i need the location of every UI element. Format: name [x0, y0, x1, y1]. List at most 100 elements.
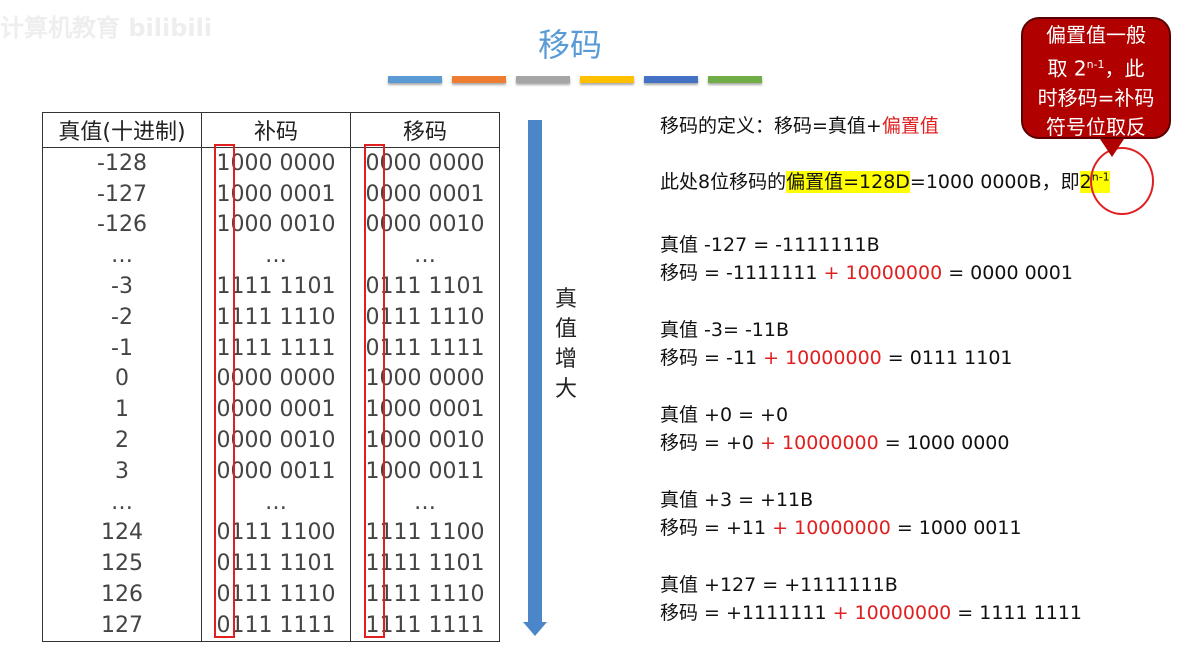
truth-cell: 0: [42, 363, 202, 395]
bias-code-cell: 1111 1110: [350, 579, 500, 610]
example-bias: + 10000000: [763, 347, 882, 369]
example-code-prefix: 移码 = -1111111: [660, 262, 824, 284]
bias-code-cell: 0000 0010: [350, 209, 500, 241]
color-bar: [708, 76, 762, 83]
bias-code-cell: 1000 0011: [350, 455, 500, 487]
truth-cell: 3: [42, 455, 202, 487]
bias-term: 偏置值: [881, 115, 939, 137]
example-code: 移码 = +1111111 + 10000000 = 1111 1111: [660, 598, 1082, 625]
complement-cell: 1000 0010: [201, 209, 351, 241]
bias-rest: =1000 0000B，: [909, 171, 1061, 193]
bias-code-cell: 0111 1110: [350, 301, 500, 333]
arrowhead-icon: [523, 622, 547, 636]
truth-cell: -1: [42, 332, 202, 364]
truth-cell: -127: [42, 178, 202, 210]
down-arrow-icon: [528, 120, 542, 625]
truth-cell: 126: [42, 579, 202, 610]
example-code-prefix: 移码 = +0: [660, 432, 761, 454]
pow-base: 2: [1079, 171, 1092, 193]
example-bias: + 10000000: [760, 432, 879, 454]
truth-cell: …: [42, 486, 202, 518]
example-code-prefix: 移码 = -11: [660, 347, 764, 369]
complement-cell: 0000 0000: [201, 363, 351, 395]
example-code-prefix: 移码 = +1111111: [660, 602, 833, 624]
example-truth: 真值 -127 = -1111111B: [660, 234, 880, 256]
complement-cell: …: [201, 486, 351, 518]
color-bar: [516, 76, 570, 83]
bias-code-cell: 0000 0001: [350, 178, 500, 210]
example-result: = 1000 0011: [890, 517, 1022, 539]
bias-code-cell: 1111 1100: [350, 517, 500, 549]
complement-cell: …: [201, 240, 351, 272]
complement-cell: 0111 1100: [201, 517, 351, 549]
header-complement: 补码: [201, 112, 351, 148]
header-bias-code: 移码: [350, 112, 500, 148]
definition-text: 移码的定义：移码=真值+: [660, 115, 882, 137]
truth-cell: 1: [42, 394, 202, 426]
bias-code-cell: 1111 1101: [350, 548, 500, 580]
bias-highlight: 偏置值=128D: [786, 171, 910, 193]
bias-code-cell: 1000 0000: [350, 363, 500, 395]
table-row: ………: [42, 486, 500, 518]
complement-cell: 1111 1110: [201, 301, 351, 333]
bias-code-cell: 0000 0000: [350, 147, 500, 179]
complement-cell: 0000 0010: [201, 425, 351, 456]
callout-line: 符号位取反: [1046, 114, 1146, 139]
color-bar: [452, 76, 506, 83]
page-title: 移码: [537, 26, 602, 64]
example-result: = 0000 0001: [942, 262, 1073, 284]
complement-cell: 1111 1111: [201, 332, 351, 364]
truth-cell: 124: [42, 517, 202, 549]
sign-bit-highlight-bias-code: [364, 144, 385, 638]
truth-cell: -2: [42, 301, 202, 333]
callout-text: 取 2: [1047, 56, 1087, 81]
callout-text: ，此: [1104, 56, 1145, 81]
example-code: 移码 = -1111111 + 10000000 = 0000 0001: [660, 258, 1073, 285]
color-bar: [388, 76, 442, 83]
bias-code-cell: 0111 1111: [350, 332, 500, 364]
example-bias: + 10000000: [832, 602, 952, 624]
bias-line: 此处8位移码的偏置值=128D=1000 0000B，即2n-1: [660, 167, 1110, 194]
bias-code-cell: 0111 1101: [350, 271, 500, 302]
bias-code-cell: …: [350, 486, 500, 518]
example-truth: 真值 -3= -11B: [660, 319, 790, 341]
truth-cell: 2: [42, 425, 202, 456]
arrow-label: 真值增大: [555, 287, 578, 402]
truth-cell: -126: [42, 209, 202, 241]
bias-code-cell: 1111 1111: [350, 609, 500, 642]
complement-cell: 1111 1101: [201, 271, 351, 302]
complement-cell: 1000 0001: [201, 178, 351, 210]
table-row: ………: [42, 240, 500, 272]
color-bar: [580, 76, 634, 83]
truth-cell: -128: [42, 147, 202, 179]
example-result: = 1111 1111: [951, 602, 1082, 624]
example-code: 移码 = +0 + 10000000 = 1000 0000: [660, 428, 1009, 455]
example-code: 移码 = -11 + 10000000 = 0111 1101: [660, 343, 1013, 370]
example-truth: 真值 +3 = +11B: [660, 489, 814, 511]
example-code-prefix: 移码 = +11: [660, 517, 773, 539]
complement-cell: 0111 1110: [201, 579, 351, 610]
example-truth: 真值 +0 = +0: [660, 404, 789, 426]
bias-code-cell: 1000 0001: [350, 394, 500, 426]
truth-cell: …: [42, 240, 202, 272]
example-result: = 0111 1101: [881, 347, 1013, 369]
callout-bubble: 偏置值一般 取 2n-1，此 时移码=补码 符号位取反: [1021, 17, 1171, 139]
bias-prefix: 此处8位移码的: [660, 171, 787, 193]
callout-sup: n-1: [1086, 58, 1105, 71]
complement-cell: 0111 1101: [201, 548, 351, 580]
truth-cell: 125: [42, 548, 202, 580]
example-bias: + 10000000: [772, 517, 891, 539]
example-code: 移码 = +11 + 10000000 = 1000 0011: [660, 513, 1022, 540]
